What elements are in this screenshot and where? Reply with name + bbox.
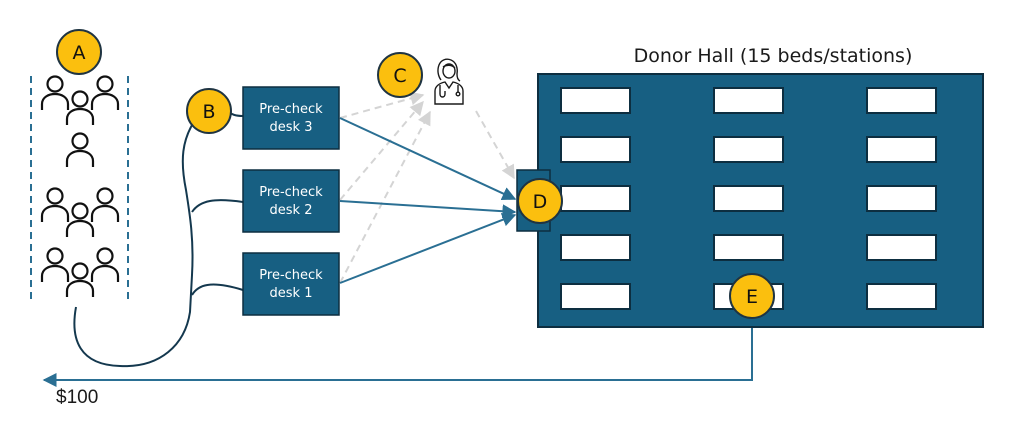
person-icon: [40, 187, 70, 222]
curve-to-desk-1: [191, 283, 244, 296]
dashed-arrow-desk2-to-doctor: [339, 100, 424, 201]
dashed-arrow-doctor-to-entrance: [475, 110, 515, 180]
desk-label-line1: Pre-check: [259, 268, 323, 283]
dashed-arrow-desk3-to-doctor: [339, 91, 425, 119]
desk-label-line1: Pre-check: [259, 102, 323, 117]
arrow-desk3-to-entrance: [339, 117, 517, 201]
person-icon: [90, 187, 120, 222]
precheck-desk-3: Pre-check desk 3: [242, 86, 340, 150]
person-icon: [65, 132, 95, 167]
queue-exit-curve: [73, 119, 196, 368]
person-icon: [65, 262, 95, 297]
donor-bed: [866, 136, 937, 163]
doctor-icon: [434, 58, 464, 105]
queue-area: [30, 75, 129, 300]
donor-bed: [560, 136, 631, 163]
badge-label: A: [73, 42, 86, 64]
person-icon: [90, 75, 120, 110]
desk-label-line1: Pre-check: [259, 185, 323, 200]
precheck-desks: Pre-check desk 3 Pre-check desk 2 Pre-check d…: [242, 86, 340, 316]
badge-label: B: [202, 101, 215, 123]
payout-label: $100: [56, 387, 98, 408]
precheck-desk-2: Pre-check desk 2: [242, 169, 340, 233]
person-icon: [40, 75, 70, 110]
queue-single-person: [65, 132, 95, 167]
donor-bed: [713, 87, 784, 114]
donor-bed: [560, 234, 631, 261]
badge-e: E: [729, 273, 775, 319]
donor-bed: [866, 87, 937, 114]
badge-a: A: [56, 29, 102, 75]
queue-group-of-three: [40, 187, 120, 237]
precheck-desk-1: Pre-check desk 1: [242, 252, 340, 316]
badge-d: D: [517, 178, 563, 224]
badge-label: C: [393, 65, 406, 87]
doctor-consult-arrows: [339, 91, 515, 284]
donor-bed: [866, 283, 937, 310]
person-icon: [65, 90, 95, 125]
arrow-desk2-to-entrance: [339, 200, 517, 219]
arrow-desk1-to-entrance: [339, 213, 517, 284]
badge-c: C: [377, 52, 423, 98]
donor-bed: [713, 234, 784, 261]
desk-to-hall-arrows: [339, 117, 517, 284]
donor-bed: [713, 136, 784, 163]
dashed-arrow-desk1-to-doctor: [339, 110, 431, 284]
person-icon: [65, 202, 95, 237]
donor-hall-title: Donor Hall (15 beds/stations): [634, 45, 913, 67]
donor-bed: [560, 283, 631, 310]
step-badges: A B C D E: [56, 29, 775, 319]
donor-bed: [713, 185, 784, 212]
badge-b: B: [186, 88, 232, 134]
donor-bed: [560, 87, 631, 114]
donor-beds: [560, 87, 937, 310]
badge-label: E: [746, 286, 758, 308]
person-icon: [90, 247, 120, 282]
queue-to-desk-paths: [73, 109, 244, 368]
badge-label: D: [533, 191, 548, 213]
donor-bed: [866, 234, 937, 261]
curve-to-desk-2: [191, 199, 244, 213]
desk-label-line2: desk 3: [270, 120, 313, 135]
donor-bed: [560, 185, 631, 212]
queue-group-of-three: [40, 247, 120, 297]
payout-arrow: [42, 328, 753, 387]
desk-label-line2: desk 2: [270, 203, 313, 218]
person-icon: [40, 247, 70, 282]
queue-group-of-three: [40, 75, 120, 125]
donor-bed: [866, 185, 937, 212]
desk-label-line2: desk 1: [270, 286, 313, 301]
